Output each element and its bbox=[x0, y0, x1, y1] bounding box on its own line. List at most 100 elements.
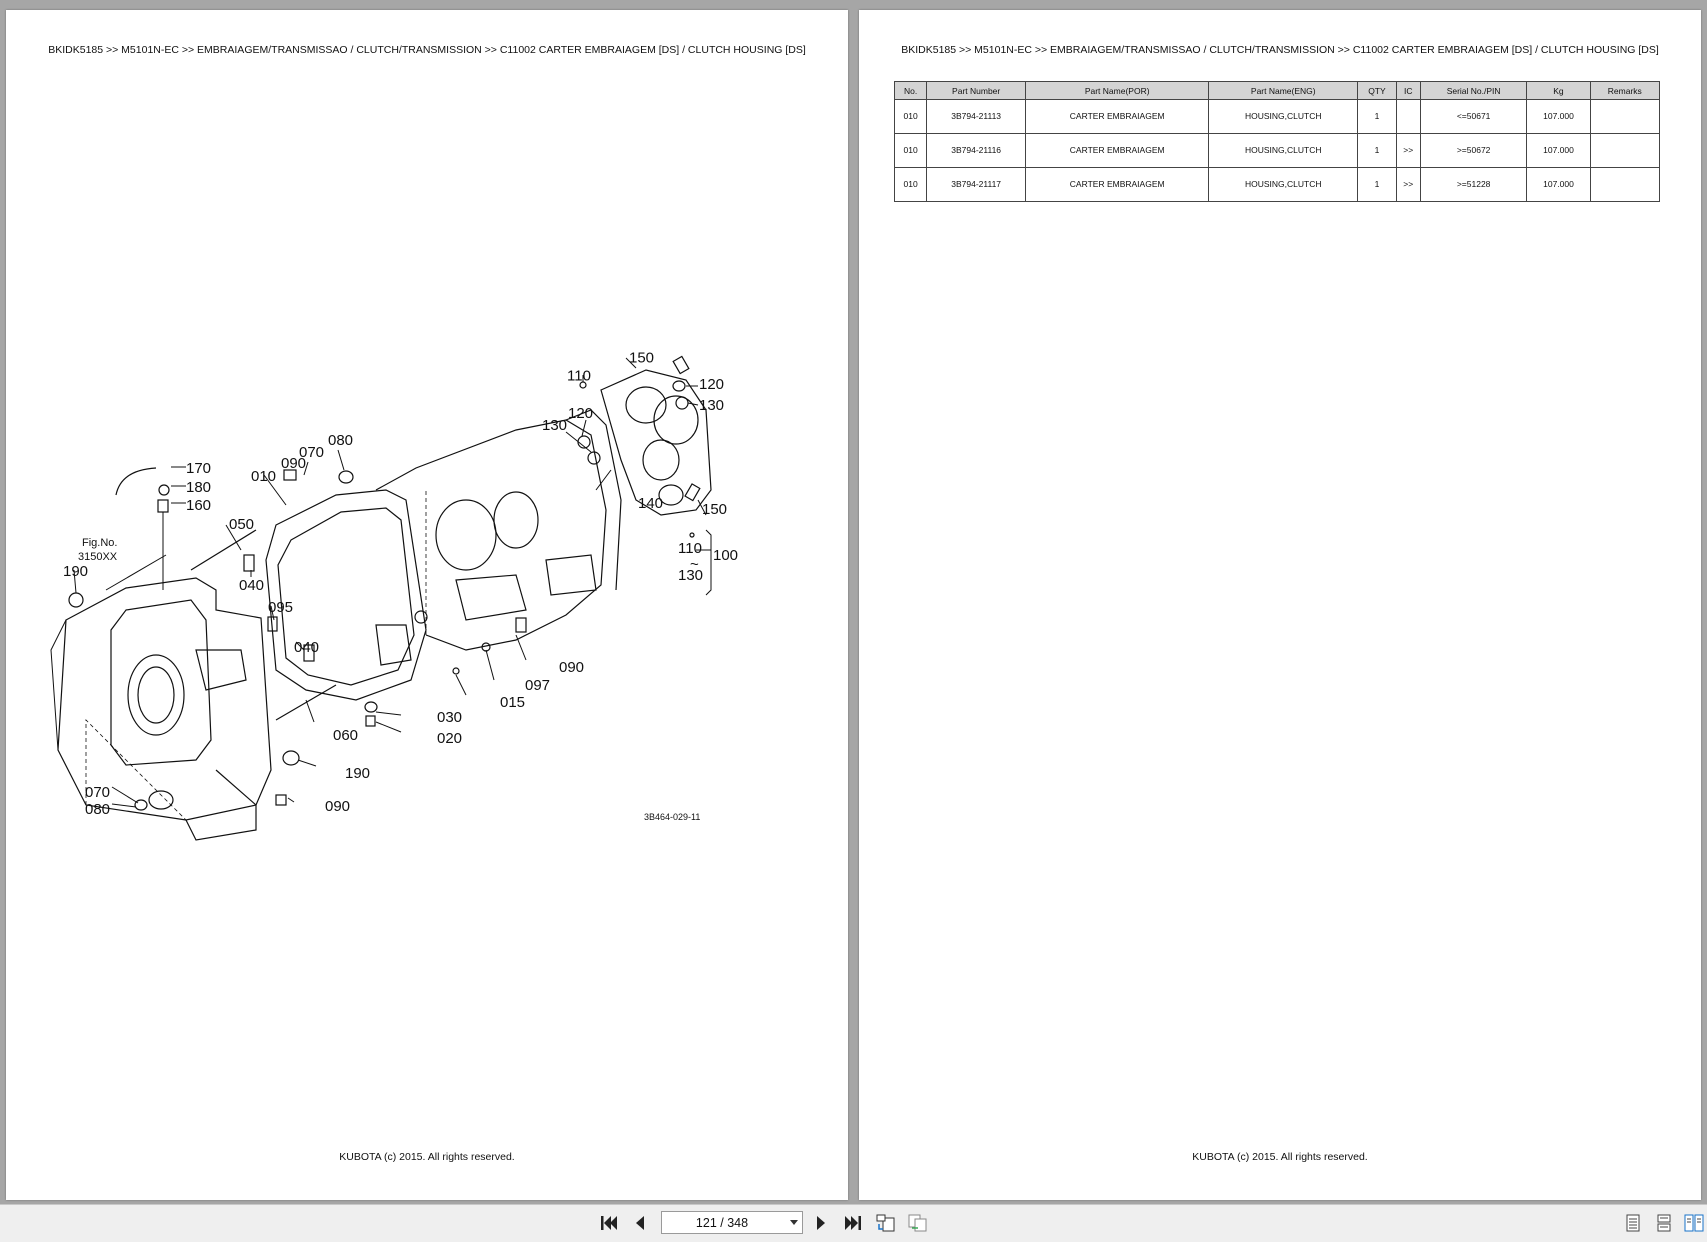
callout-070: 070 bbox=[85, 784, 110, 801]
callout-040: 040 bbox=[294, 639, 319, 656]
cell-ic: >> bbox=[1395, 133, 1421, 168]
callout-015: 015 bbox=[500, 694, 525, 711]
cell-serial: >=50672 bbox=[1419, 133, 1528, 168]
first-page-button[interactable] bbox=[598, 1213, 620, 1233]
next-page-icon bbox=[817, 1216, 825, 1230]
cell-serial: >=51228 bbox=[1419, 167, 1528, 202]
column-header-ic: IC bbox=[1395, 81, 1421, 100]
cell-no: 010 bbox=[893, 99, 928, 134]
callout-090: 090 bbox=[281, 455, 306, 472]
cell-qty: 1 bbox=[1357, 99, 1397, 134]
right-page: BKIDK5185 >> M5101N-EC >> EMBRAIAGEM/TRA… bbox=[859, 10, 1701, 1200]
two-page-view-icon bbox=[1684, 1214, 1704, 1232]
single-page-view-button[interactable] bbox=[1622, 1213, 1644, 1233]
callout-130: 130 bbox=[699, 397, 724, 414]
callout-080: 080 bbox=[85, 801, 110, 818]
callout-020: 020 bbox=[437, 730, 462, 747]
leader-lines bbox=[73, 357, 712, 808]
last-page-button[interactable] bbox=[842, 1213, 864, 1233]
copy-button[interactable] bbox=[907, 1213, 929, 1233]
fig-no-value: 3150XX bbox=[78, 551, 118, 563]
callout-110: 110 bbox=[567, 367, 591, 384]
rotate-button[interactable] bbox=[875, 1213, 897, 1233]
last-page-icon bbox=[845, 1216, 861, 1230]
column-header-remarks: Remarks bbox=[1589, 81, 1661, 100]
callout-030: 030 bbox=[437, 709, 462, 726]
cell-serial: <=50671 bbox=[1419, 99, 1528, 134]
callout-090: 090 bbox=[559, 659, 584, 676]
cell-part-number: 3B794-21117 bbox=[926, 167, 1027, 202]
page-footer-copyright: KUBOTA (c) 2015. All rights reserved. bbox=[1192, 1151, 1368, 1163]
page-footer-copyright: KUBOTA (c) 2015. All rights reserved. bbox=[339, 1151, 515, 1163]
previous-page-button[interactable] bbox=[629, 1213, 651, 1233]
callout-130: 130 bbox=[678, 567, 703, 584]
callout-080: 080 bbox=[328, 432, 353, 449]
table-row: 010 3B794-21117 CARTER EMBRAIAGEM HOUSIN… bbox=[893, 167, 1661, 202]
cell-part-name-por: CARTER EMBRAIAGEM bbox=[1025, 133, 1210, 168]
table-row: 010 3B794-21116 CARTER EMBRAIAGEM HOUSIN… bbox=[893, 133, 1661, 168]
cell-part-number: 3B794-21113 bbox=[926, 99, 1027, 134]
callout-130: 130 bbox=[542, 417, 567, 434]
next-page-button[interactable] bbox=[810, 1213, 832, 1233]
page-number-input[interactable] bbox=[662, 1212, 782, 1233]
cell-no: 010 bbox=[893, 133, 928, 168]
continuous-view-button[interactable] bbox=[1653, 1213, 1675, 1233]
column-header-part-name-eng: Part Name(ENG) bbox=[1208, 81, 1359, 100]
rear-cover-drawing bbox=[600, 369, 712, 516]
transmission-case-drawing bbox=[375, 409, 622, 651]
left-page: BKIDK5185 >> M5101N-EC >> EMBRAIAGEM/TRA… bbox=[6, 10, 848, 1200]
callout-120: 120 bbox=[568, 405, 593, 422]
single-page-view-icon bbox=[1626, 1214, 1640, 1232]
parts-table: No. Part Number Part Name(POR) Part Name… bbox=[893, 81, 1661, 202]
copy-icon bbox=[908, 1214, 927, 1232]
cell-ic: >> bbox=[1395, 167, 1421, 202]
two-page-view-button[interactable] bbox=[1683, 1213, 1705, 1233]
first-page-icon bbox=[601, 1216, 617, 1230]
intermediate-frame-drawing bbox=[265, 489, 428, 701]
cell-remarks bbox=[1589, 133, 1661, 168]
tilde-range: ~ bbox=[690, 556, 699, 573]
column-header-part-name-por: Part Name(POR) bbox=[1025, 81, 1210, 100]
callout-180: 180 bbox=[186, 479, 211, 496]
callout-097: 097 bbox=[525, 677, 550, 694]
cell-part-name-eng: HOUSING,CLUTCH bbox=[1208, 167, 1359, 202]
cell-qty: 1 bbox=[1357, 133, 1397, 168]
cell-part-name-eng: HOUSING,CLUTCH bbox=[1208, 99, 1359, 134]
previous-page-icon bbox=[636, 1216, 644, 1230]
column-header-serial: Serial No./PIN bbox=[1419, 81, 1528, 100]
callout-140: 140 bbox=[638, 495, 663, 512]
column-header-qty: QTY bbox=[1357, 81, 1397, 100]
callout-060: 060 bbox=[333, 727, 358, 744]
cell-part-name-por: CARTER EMBRAIAGEM bbox=[1025, 167, 1210, 202]
callout-100: 100 bbox=[713, 547, 738, 564]
table-header-row: No. Part Number Part Name(POR) Part Name… bbox=[893, 81, 1661, 100]
cell-qty: 1 bbox=[1357, 167, 1397, 202]
column-header-kg: Kg bbox=[1526, 81, 1591, 100]
callout-190: 190 bbox=[63, 563, 88, 580]
drawing-code: 3B464-029-11 bbox=[644, 812, 700, 822]
rotate-icon bbox=[876, 1214, 895, 1232]
cell-part-name-por: CARTER EMBRAIAGEM bbox=[1025, 99, 1210, 134]
page-number-field[interactable] bbox=[661, 1211, 803, 1234]
callout-050: 050 bbox=[229, 516, 254, 533]
column-header-no: No. bbox=[893, 81, 928, 100]
cell-no: 010 bbox=[893, 167, 928, 202]
cell-part-number: 3B794-21116 bbox=[926, 133, 1027, 168]
cell-part-name-eng: HOUSING,CLUTCH bbox=[1208, 133, 1359, 168]
callout-190: 190 bbox=[345, 765, 370, 782]
cell-remarks bbox=[1589, 167, 1661, 202]
callout-170: 170 bbox=[186, 460, 211, 477]
callout-120: 120 bbox=[699, 376, 724, 393]
callout-010: 010 bbox=[251, 468, 276, 485]
callout-150: 150 bbox=[702, 501, 727, 518]
cell-kg: 107.000 bbox=[1526, 133, 1591, 168]
callout-160: 160 bbox=[186, 497, 211, 514]
fig-no-label: Fig.No. bbox=[82, 537, 117, 549]
callout-090: 090 bbox=[325, 798, 350, 815]
callout-150: 150 bbox=[629, 350, 654, 366]
cell-ic bbox=[1395, 99, 1421, 134]
front-housing-drawing bbox=[50, 554, 272, 841]
exploded-parts-diagram: 150 110 120 130 120 130 080 070 090 010 … bbox=[50, 350, 738, 841]
page-header-breadcrumb: BKIDK5185 >> M5101N-EC >> EMBRAIAGEM/TRA… bbox=[48, 44, 806, 56]
chevron-down-icon[interactable] bbox=[790, 1220, 798, 1225]
